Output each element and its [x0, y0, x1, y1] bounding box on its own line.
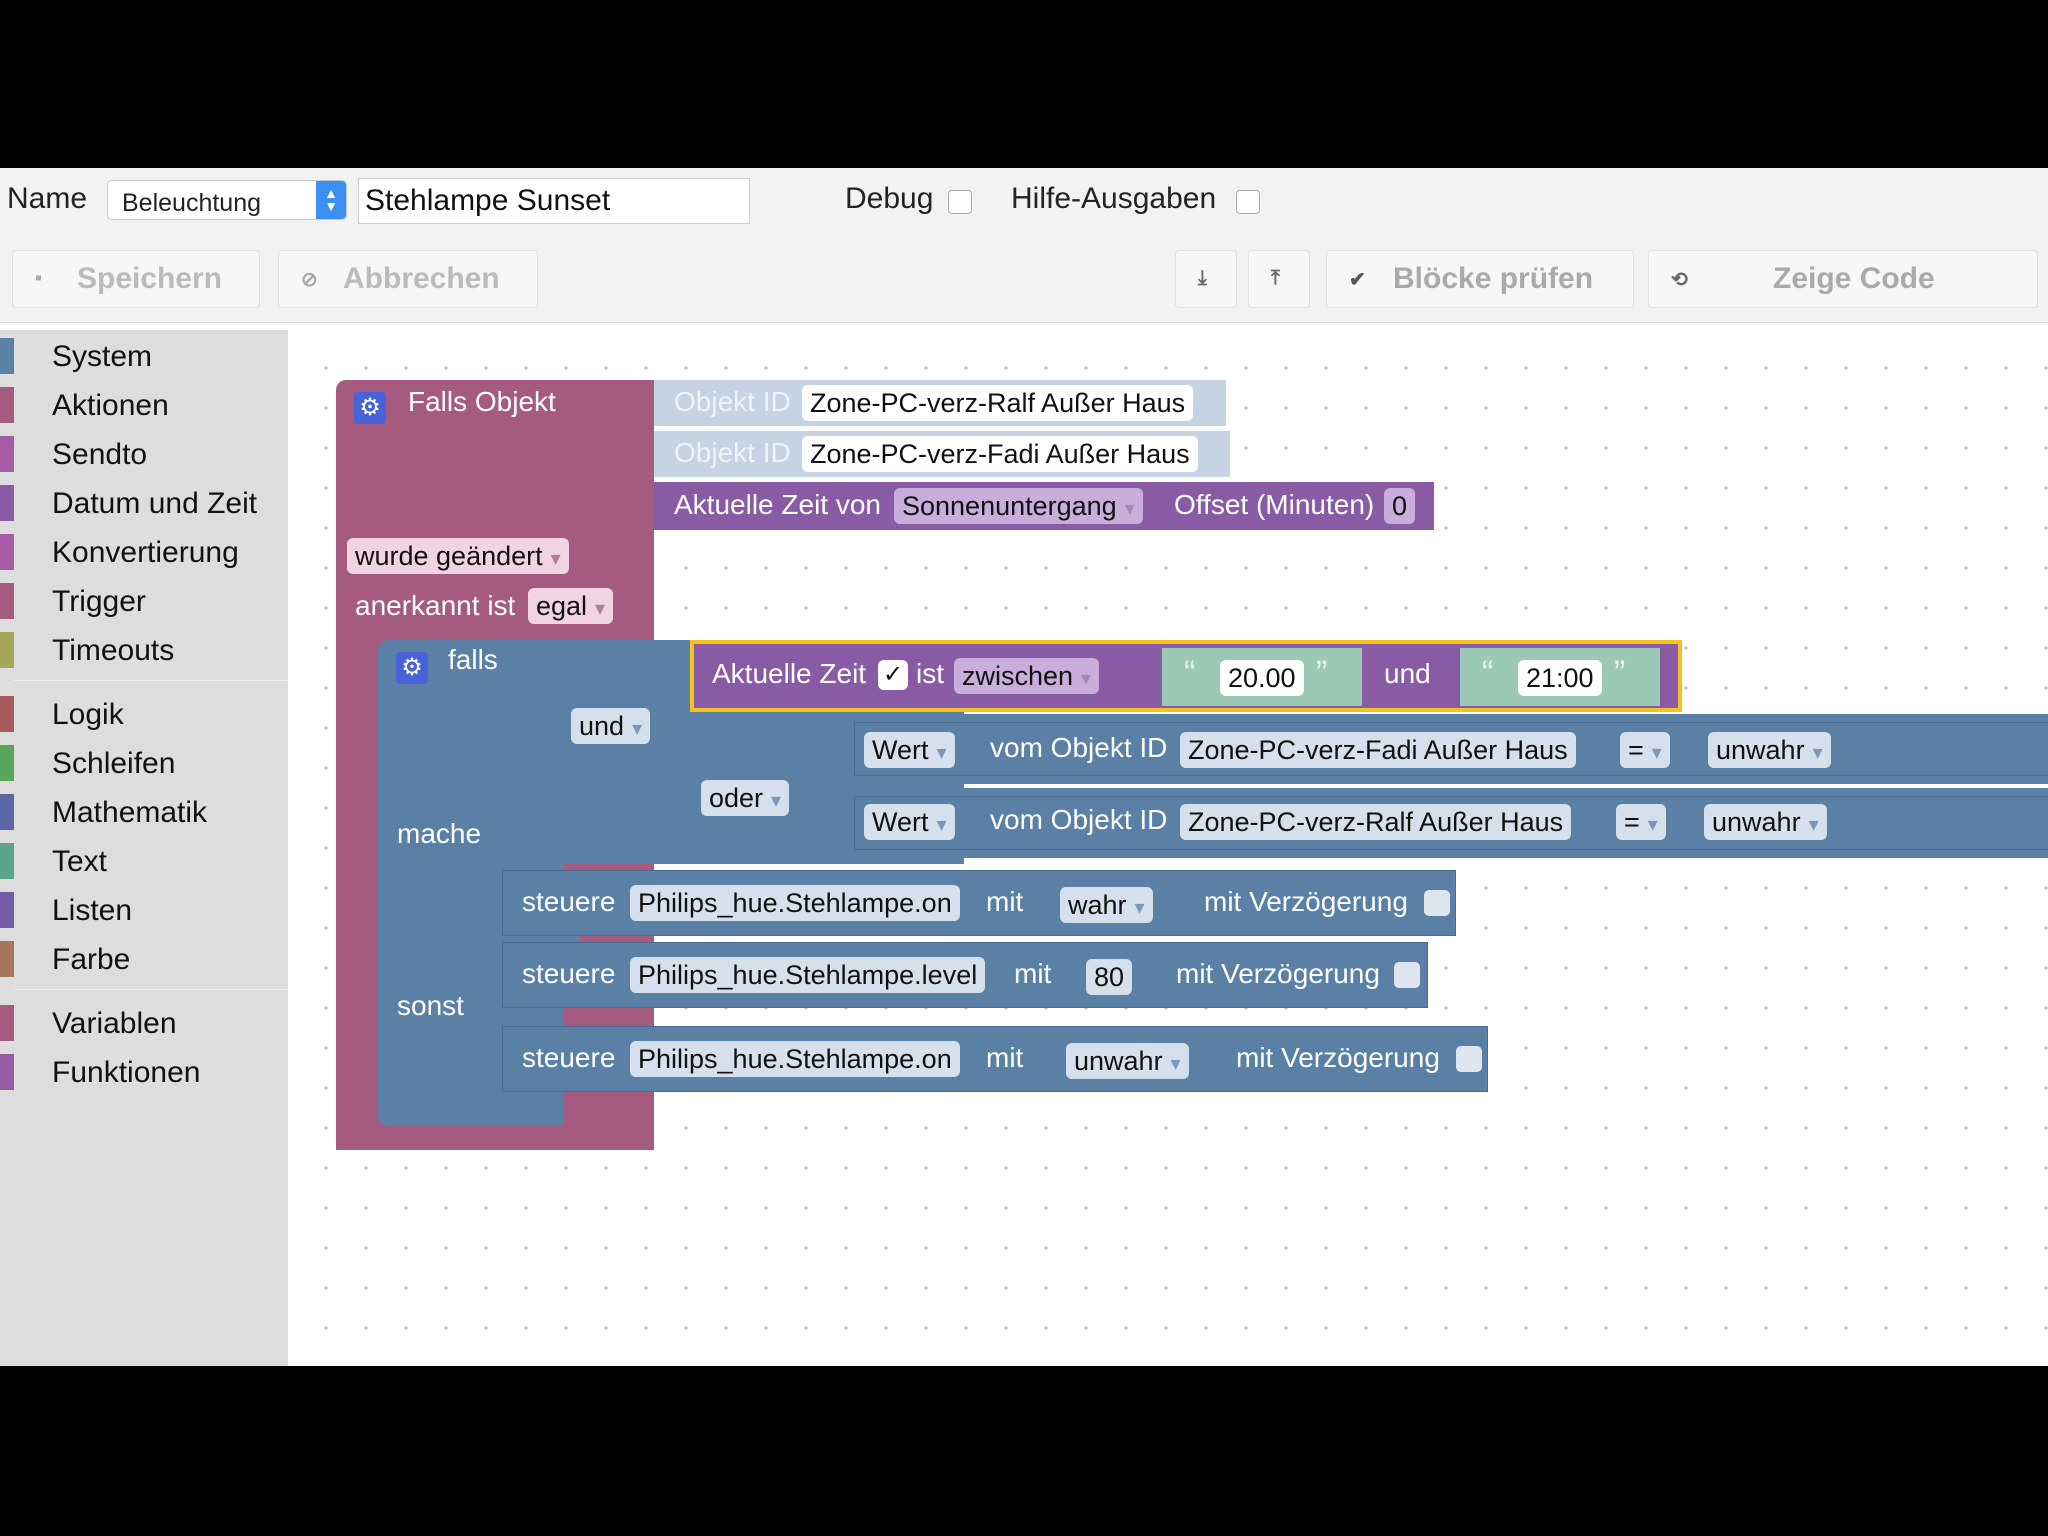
boolean-dropdown[interactable]: unwahr	[1704, 804, 1827, 840]
trigger-title: Falls Objekt	[408, 386, 556, 417]
category-color-bar	[0, 485, 14, 521]
category-color-bar	[0, 745, 14, 781]
help-output-label: Hilfe-Ausgaben	[1011, 182, 1217, 215]
delay-checkbox-2[interactable]	[1394, 962, 1420, 988]
and-operator-dropdown[interactable]: und	[571, 708, 651, 744]
name-bar: Name Beleuchtung ▲▼ Debug Hilfe-Ausgaben	[0, 168, 2048, 236]
category-system[interactable]: System	[0, 336, 288, 376]
equals-dropdown[interactable]: =	[1616, 804, 1666, 840]
end-time-field[interactable]: 21:00	[1518, 660, 1602, 696]
category-text[interactable]: Text	[0, 841, 288, 881]
category-color-bar	[0, 387, 14, 423]
or-operator-dropdown[interactable]: oder	[701, 780, 790, 816]
category-color-bar	[0, 436, 14, 472]
script-editor: Name Beleuchtung ▲▼ Debug Hilfe-Ausgaben…	[0, 168, 2048, 1366]
control-object-field-3[interactable]: Philips_hue.Stehlampe.on	[630, 1041, 960, 1077]
category-logik[interactable]: Logik	[0, 694, 288, 734]
object-id-field-1[interactable]: Zone-PC-verz-Ralf Außer Haus	[802, 385, 1194, 421]
blockly-workspace[interactable]: ⚙ Falls Objekt Objekt ID Zone-PC-verz-Ra…	[288, 330, 2048, 1366]
download-button[interactable]: ⤓	[1175, 250, 1237, 308]
category-color-bar	[0, 1005, 14, 1041]
condition-object-field-2[interactable]: Zone-PC-verz-Ralf Außer Haus	[1180, 804, 1572, 840]
category-konvertierung[interactable]: Konvertierung	[0, 532, 288, 572]
debug-checkbox[interactable]	[948, 190, 972, 214]
trigger-block-bottom	[336, 1126, 654, 1150]
category-color-bar	[0, 941, 14, 977]
if-gear-icon[interactable]: ⚙	[396, 652, 428, 684]
script-name-input[interactable]	[358, 178, 750, 224]
group-select-value: Beleuchtung	[122, 189, 262, 217]
category-color-bar	[0, 892, 14, 928]
category-separator	[14, 989, 288, 990]
debug-label: Debug	[845, 182, 934, 215]
upload-button[interactable]: ⤒	[1248, 250, 1310, 308]
save-icon: ▪	[35, 267, 43, 289]
comparison-dropdown[interactable]: zwischen	[954, 658, 1100, 694]
ack-dropdown[interactable]: egal	[528, 588, 614, 624]
checkmark-icon: ✔	[1349, 269, 1366, 291]
download-icon: ⤓	[1198, 267, 1207, 289]
boolean-dropdown[interactable]: unwahr	[1708, 732, 1831, 768]
category-color-bar	[0, 338, 14, 374]
select-arrows-icon: ▲▼	[316, 181, 346, 219]
category-mathematik[interactable]: Mathematik	[0, 792, 288, 832]
control-object-field-1[interactable]: Philips_hue.Stehlampe.on	[630, 885, 960, 921]
category-color-bar	[0, 794, 14, 830]
value-attribute-dropdown[interactable]: Wert	[864, 804, 955, 840]
category-trigger[interactable]: Trigger	[0, 581, 288, 621]
check-blocks-button[interactable]: ✔ Blöcke prüfen	[1326, 250, 1634, 308]
category-datum-und-zeit[interactable]: Datum und Zeit	[0, 483, 288, 523]
control-value-dropdown-3[interactable]: unwahr	[1066, 1043, 1189, 1079]
category-color-bar	[0, 843, 14, 879]
category-timeouts[interactable]: Timeouts	[0, 630, 288, 670]
category-variablen[interactable]: Variablen	[0, 1003, 288, 1043]
save-button[interactable]: ▪ Speichern	[12, 250, 260, 308]
category-color-bar	[0, 696, 14, 732]
help-output-checkbox[interactable]	[1236, 190, 1260, 214]
condition-object-field-1[interactable]: Zone-PC-verz-Fadi Außer Haus	[1180, 732, 1576, 768]
category-color-bar	[0, 534, 14, 570]
change-type-dropdown[interactable]: wurde geändert	[347, 538, 569, 574]
delay-checkbox-3[interactable]	[1456, 1046, 1482, 1072]
astro-event-dropdown[interactable]: Sonnenuntergang	[894, 488, 1143, 524]
code-icon: ⟲	[1671, 269, 1688, 291]
equals-dropdown[interactable]: =	[1620, 732, 1670, 768]
control-level-field[interactable]: 80	[1086, 959, 1133, 995]
time-checkbox[interactable]: ✓	[878, 660, 908, 690]
toolbar: ▪ Speichern ⊘ Abbrechen ⤓ ⤒ ✔ Blöcke prü…	[0, 236, 2048, 323]
category-sendto[interactable]: Sendto	[0, 434, 288, 474]
category-funktionen[interactable]: Funktionen	[0, 1052, 288, 1092]
category-color-bar	[0, 1054, 14, 1090]
upload-icon: ⤒	[1271, 267, 1280, 289]
block-category-sidebar: System Aktionen Sendto Datum und Zeit Ko…	[0, 330, 288, 1366]
control-object-field-2[interactable]: Philips_hue.Stehlampe.level	[630, 957, 986, 993]
offset-field[interactable]: 0	[1384, 488, 1416, 524]
category-color-bar	[0, 583, 14, 619]
category-color-bar	[0, 632, 14, 668]
category-listen[interactable]: Listen	[0, 890, 288, 930]
value-attribute-dropdown[interactable]: Wert	[864, 732, 955, 768]
start-time-field[interactable]: 20.00	[1220, 660, 1304, 696]
trigger-gear-icon[interactable]: ⚙	[354, 392, 386, 424]
control-value-dropdown-1[interactable]: wahr	[1060, 887, 1153, 923]
category-separator	[14, 680, 288, 681]
object-id-field-2[interactable]: Zone-PC-verz-Fadi Außer Haus	[802, 436, 1198, 472]
group-select[interactable]: Beleuchtung ▲▼	[107, 180, 347, 220]
category-schleifen[interactable]: Schleifen	[0, 743, 288, 783]
name-label: Name	[7, 182, 88, 215]
category-farbe[interactable]: Farbe	[0, 939, 288, 979]
cancel-icon: ⊘	[301, 269, 318, 291]
delay-checkbox-1[interactable]	[1424, 890, 1450, 916]
cancel-button[interactable]: ⊘ Abbrechen	[278, 250, 538, 308]
show-code-button[interactable]: ⟲ Zeige Code	[1648, 250, 2038, 308]
category-aktionen[interactable]: Aktionen	[0, 385, 288, 425]
